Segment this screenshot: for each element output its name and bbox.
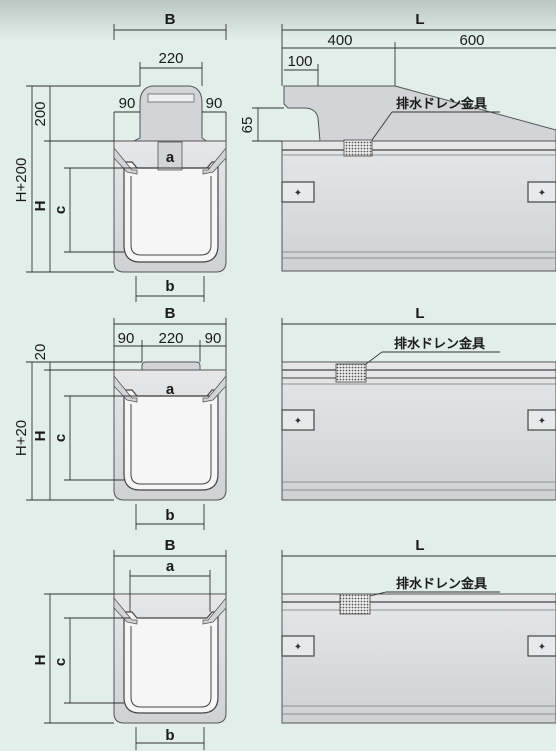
- drain-label: 排水ドレン金具: [396, 576, 487, 592]
- dim-L: L: [415, 537, 424, 554]
- dim-220: 220: [158, 330, 183, 347]
- svg-text:✦: ✦: [294, 188, 302, 199]
- dim-100: 100: [287, 53, 312, 70]
- side-cover: [283, 85, 556, 142]
- top-side-view: ✦ ✦ L 400 600 100 65 排水ドレン金具: [239, 11, 556, 272]
- bottom-cross-section: B a b H c: [32, 537, 227, 750]
- dim-H20: H+20: [13, 420, 30, 456]
- dim-200: 200: [32, 101, 49, 126]
- dim-65: 65: [239, 117, 256, 134]
- side-body: [281, 361, 556, 501]
- middle-inner: [123, 389, 219, 491]
- channel-inner-line: [130, 176, 212, 256]
- seat-chamfers: [113, 146, 227, 175]
- dim-b: b: [165, 727, 174, 744]
- dim-220: 220: [158, 50, 183, 67]
- dim-b: b: [165, 278, 174, 295]
- side-right-slot: [527, 181, 556, 203]
- dim-20: 20: [32, 344, 49, 361]
- svg-text:✦: ✦: [294, 416, 302, 427]
- dim-L: L: [415, 305, 424, 322]
- bottom-side-view: ✦ ✦ L 排水ドレン金具: [281, 537, 556, 724]
- cover-top-recess: [147, 93, 195, 103]
- middle-grate: [141, 361, 201, 371]
- dim-B: B: [165, 11, 176, 28]
- drain-label: 排水ドレン金具: [394, 336, 485, 352]
- dim-B: B: [165, 537, 176, 554]
- side-right-slot: [527, 409, 556, 431]
- top-cross-section: B 220 90 90 a b H+200 200 H c: [13, 11, 227, 302]
- svg-text:✦: ✦: [538, 188, 546, 199]
- dim-90-right: 90: [205, 330, 222, 347]
- side-left-slot: [281, 181, 315, 203]
- dim-600: 600: [459, 32, 484, 49]
- dim-B: B: [165, 305, 176, 322]
- channel-inner: [123, 161, 219, 263]
- drain-fitting: [339, 593, 371, 615]
- dim-a: a: [166, 149, 175, 166]
- side-body: [281, 140, 556, 272]
- middle-cross-section: B 90 220 90 a b H+20 20 H c: [13, 305, 227, 530]
- svg-text:✦: ✦: [538, 642, 546, 653]
- svg-text:✦: ✦: [294, 642, 302, 653]
- dim-H200: H+200: [13, 158, 30, 203]
- cover-stem: [157, 141, 183, 171]
- dim-L: L: [415, 11, 424, 28]
- side-left-slot: [281, 409, 315, 431]
- middle-side-view: ✦ ✦ L 排水ドレン金具: [281, 305, 556, 501]
- drain-fitting: [343, 139, 373, 157]
- svg-text:✦: ✦: [538, 416, 546, 427]
- dim-H: H: [32, 655, 49, 666]
- dim-400: 400: [327, 32, 352, 49]
- dim-c: c: [52, 434, 69, 442]
- dim-90-left: 90: [118, 330, 135, 347]
- header-shade: [0, 0, 556, 40]
- side-right-slot: [527, 635, 556, 657]
- dim-H: H: [32, 431, 49, 442]
- drain-fitting: [335, 363, 367, 383]
- drain-label: 排水ドレン金具: [396, 96, 487, 112]
- side-body: [281, 593, 556, 724]
- dim-90-left: 90: [119, 95, 136, 112]
- dim-a: a: [166, 558, 175, 575]
- side-left-slot: [281, 635, 315, 657]
- dim-90-right: 90: [206, 95, 223, 112]
- dim-H: H: [32, 201, 49, 212]
- dim-c: c: [52, 658, 69, 666]
- dim-a: a: [166, 381, 175, 398]
- dim-b: b: [165, 507, 174, 524]
- bottom-inner: [123, 611, 219, 714]
- dim-c: c: [52, 206, 69, 214]
